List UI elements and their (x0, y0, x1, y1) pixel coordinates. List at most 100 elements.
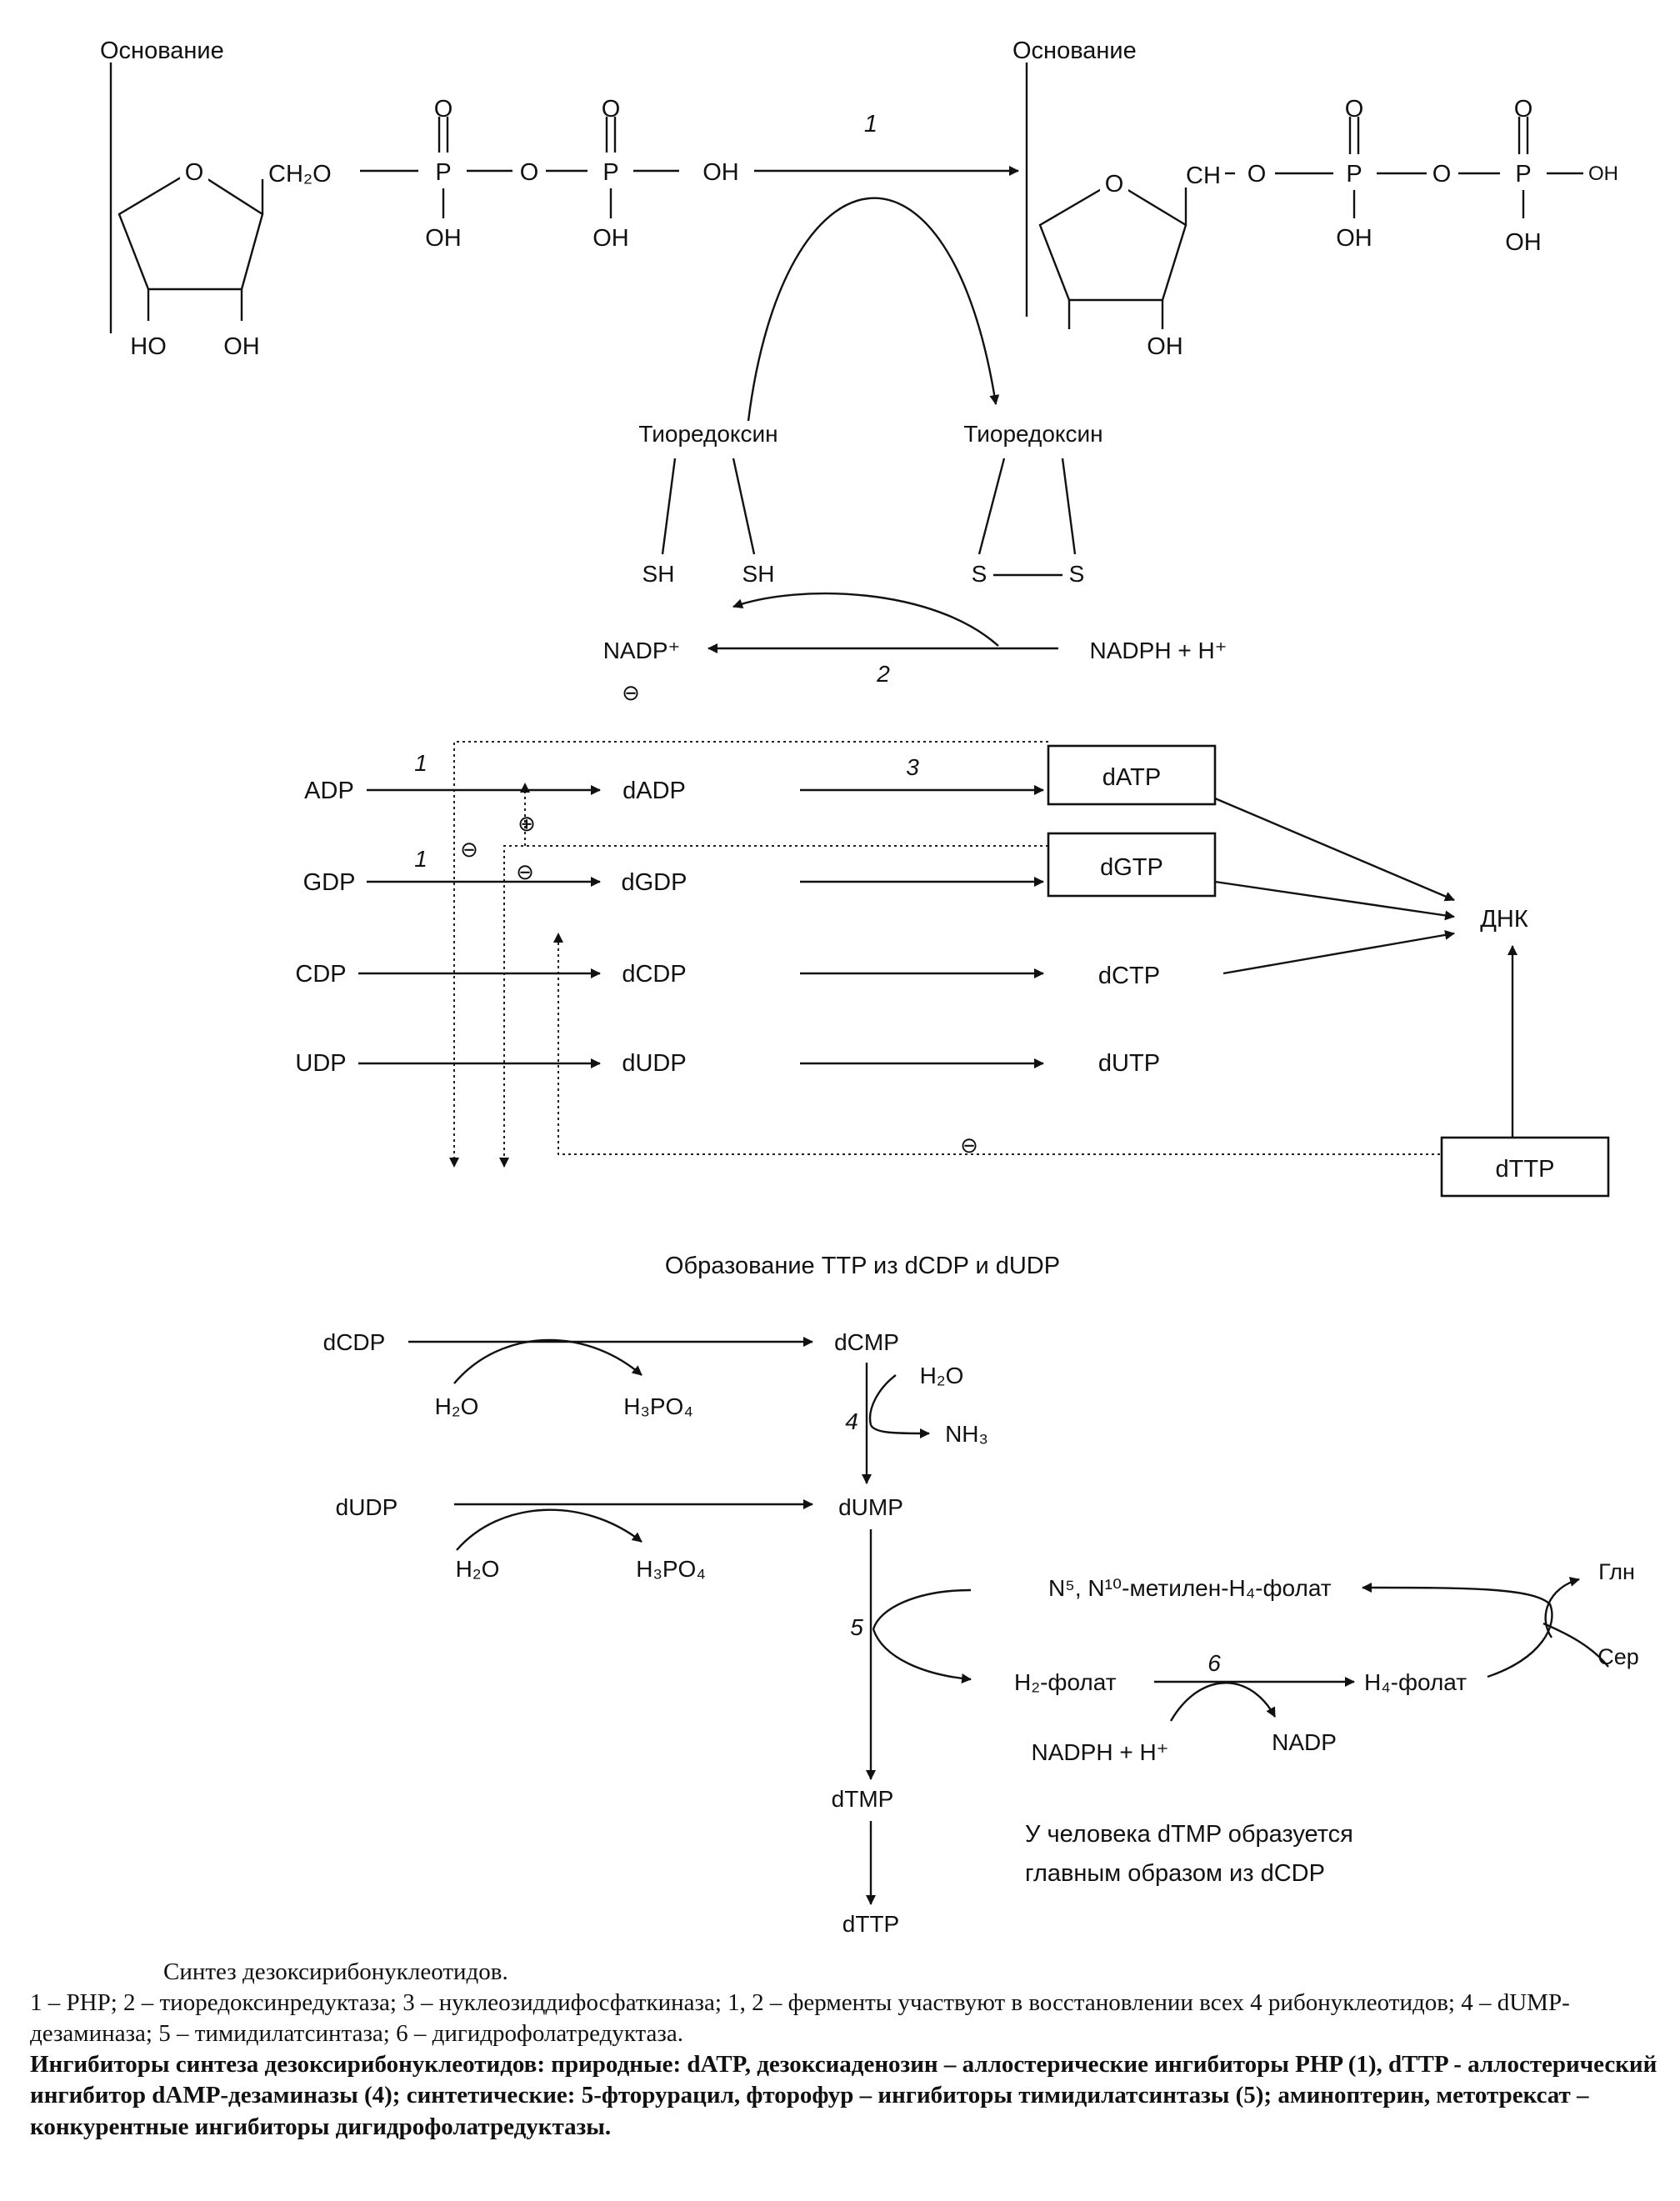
nadp-bottom: NADP (1272, 1729, 1337, 1755)
gln-branch-arrow (1544, 1577, 1580, 1638)
h4-folate: H₄-фолат (1364, 1669, 1467, 1695)
step-1-adp: 1 (414, 750, 428, 776)
datp-label: dATP (1102, 764, 1161, 791)
caption-inhibitors: Ингибиторы синтеза дезоксирибонуклеотидо… (30, 2051, 1658, 2140)
hydroxyl-p2-left: OH (592, 225, 629, 252)
oxo-1-left: O (434, 96, 453, 123)
ring-oxygen-right: O (1105, 171, 1124, 198)
dutp-label: dUTP (1098, 1050, 1160, 1077)
methylene-folate: N⁵, N¹⁰-метилен-H₄-фолат (1048, 1575, 1332, 1601)
dgtp-feedback-line (499, 845, 1048, 1168)
oxo-2-right: O (1514, 96, 1533, 123)
activation-sign: ⊕ (518, 811, 536, 836)
thioredoxin-cycle-arc (747, 197, 1000, 422)
water-3: H₂O (920, 1363, 964, 1388)
dudp-ttp: dUDP (336, 1494, 398, 1520)
ring-oxygen-left: O (185, 159, 204, 186)
inhibition-sign-gdp: ⊖ (516, 859, 534, 884)
note-line-1: У человека dTMP образуется (1025, 1821, 1353, 1848)
inhibition-sign-top: ⊖ (622, 680, 640, 705)
thiol-group-2: SH (742, 561, 775, 587)
oxo-2-left: O (602, 96, 621, 123)
deamination-ammonia-branch (869, 1424, 930, 1438)
phosphorus-2-left: P (602, 159, 618, 186)
terminal-hydroxyl-left: OH (702, 159, 739, 186)
hydroxyl-3-right: OH (1147, 333, 1183, 360)
ribose-ring-right (1038, 180, 1188, 302)
ribonucleoside-diphosphate: Основание O CH₂O HO OH P O OH O P O OH O… (100, 38, 739, 360)
dadp-label: dADP (622, 778, 686, 804)
step-5-label: 5 (850, 1614, 863, 1640)
bridge-oxygen-right-2: O (1432, 161, 1452, 188)
thiol-group-1: SH (642, 561, 675, 587)
ser-branch-line (1542, 1622, 1609, 1668)
datp-feedback-line (449, 741, 1048, 1168)
glutamine-label: Глн (1598, 1559, 1635, 1584)
datp-to-dna-arrow (1214, 797, 1455, 902)
deoxyribonucleoside-diphosphate: Основание O CH OH O P O OH O P O OH OH (1012, 38, 1618, 360)
caption-title: Синтез дезоксирибонуклеотидов. (163, 1958, 508, 1985)
nadp-plus: NADP⁺ (603, 638, 681, 663)
gdp-label: GDP (303, 869, 356, 896)
dump-label: dUMP (838, 1494, 903, 1520)
step-6-label: 6 (1208, 1650, 1221, 1676)
hydroxyl-p2-right: OH (1505, 229, 1542, 256)
phosphoric-acid-1: H₃PO₄ (623, 1393, 693, 1419)
dgtp-label: dGTP (1100, 854, 1163, 881)
dcdp-hydrolysis-arc (453, 1338, 642, 1384)
hydroxyl-3-left: OH (223, 333, 260, 360)
thioredoxin-reduced: Тиоредоксин (638, 421, 778, 447)
dtmp-label: dTMP (832, 1786, 894, 1812)
caption-enzyme-legend: 1 – PHP; 2 – тиоредоксинредуктаза; 3 – н… (30, 1989, 1570, 2048)
hydroxyl-p1-right: OH (1336, 225, 1372, 252)
base-label-left: Основание (100, 38, 224, 64)
note-line-2: главным образом из dCDP (1025, 1860, 1325, 1887)
datp-box (1047, 744, 1217, 806)
water-2: H₂O (456, 1556, 500, 1582)
water-1: H₂O (435, 1393, 479, 1419)
inhibition-sign-dttp: ⊖ (960, 1133, 978, 1158)
step-1-gdp: 1 (414, 846, 428, 872)
adp-label: ADP (304, 778, 354, 804)
phosphorus-2-right: P (1515, 161, 1531, 188)
dctp-to-dna-arrow (1222, 929, 1455, 975)
folate-regeneration-arrow (1362, 1583, 1553, 1678)
figure-caption: Синтез дезоксирибонуклеотидов. 1 – PHP; … (30, 1957, 1663, 2143)
h2-folate: H₂-фолат (1014, 1669, 1117, 1695)
hydroxyl-p1-left: OH (425, 225, 462, 252)
bridge-oxygen-right-1: O (1248, 161, 1267, 188)
ch2o-group: CH₂O (268, 161, 332, 188)
nadph-oxidation-arc (1169, 1682, 1277, 1722)
dna-label: ДНК (1480, 906, 1528, 933)
disulfide-s2: S (1069, 561, 1085, 587)
inhibition-sign-adp: ⊖ (460, 837, 478, 862)
serine-label: Сер (1598, 1644, 1639, 1669)
dttp-bottom: dTTP (842, 1911, 899, 1937)
udp-label: UDP (295, 1050, 346, 1077)
phosphorus-1-left: P (435, 159, 451, 186)
thioredoxin-oxidized: Тиоредоксин (963, 421, 1102, 447)
step-1-label: 1 (864, 111, 878, 138)
methyl-transfer-out (872, 1628, 972, 1683)
phosphorus-1-right: P (1346, 161, 1362, 188)
dgtp-box (1047, 832, 1217, 898)
hydroxyl-2-left: HO (130, 333, 167, 360)
base-label-right: Основание (1012, 38, 1137, 64)
oxo-1-right: O (1345, 96, 1364, 123)
thioredoxin-regeneration-arc (732, 592, 999, 647)
disulfide-s1: S (972, 561, 988, 587)
dttp-box (1440, 1136, 1610, 1198)
dttp-feedback-line (553, 933, 1440, 1155)
nadph-top: NADPH + H⁺ (1090, 638, 1228, 663)
methyl-transfer-in (872, 1588, 972, 1630)
phosphoric-acid-2: H₃PO₄ (636, 1556, 706, 1582)
ammonia: NH₃ (945, 1421, 988, 1447)
dcdp-ttp: dCDP (323, 1329, 386, 1355)
ch-group: CH (1186, 163, 1221, 189)
dttp-label: dTTP (1496, 1156, 1555, 1183)
dudp-label: dUDP (622, 1050, 686, 1077)
nadph-bottom: NADPH + H⁺ (1032, 1739, 1169, 1765)
step-3-label: 3 (906, 754, 919, 780)
